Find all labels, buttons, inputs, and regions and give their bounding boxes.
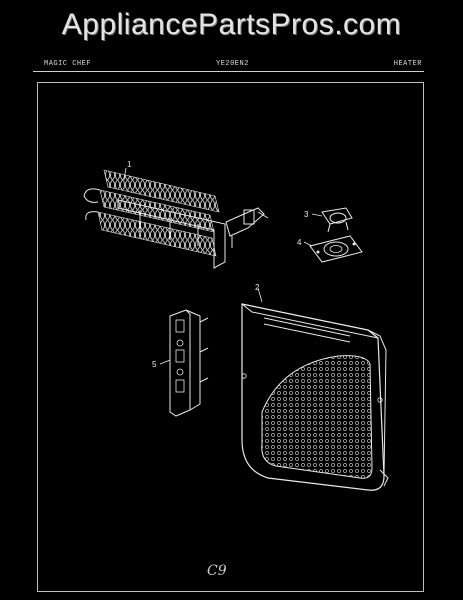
page-code: C9 — [207, 563, 227, 579]
watermark-logo: AppliancePartsPros.com — [61, 8, 402, 41]
terminal-block-part[interactable] — [169, 309, 209, 417]
callout-4: 4 — [297, 238, 302, 247]
model-label: YE20EN2 — [216, 60, 249, 68]
callout-1: 1 — [127, 160, 132, 169]
thermostat-part[interactable] — [321, 207, 353, 233]
callout-5: 5 — [152, 360, 157, 369]
section-label: HEATER — [393, 60, 422, 68]
header-divider — [33, 71, 424, 72]
callout-3: 3 — [304, 210, 309, 219]
callout-2: 2 — [255, 283, 260, 292]
thermal-fuse-part[interactable] — [309, 235, 363, 263]
diagram-header: MAGIC CHEF YE20EN2 HEATER — [44, 60, 422, 70]
diagram-frame — [37, 82, 424, 592]
heater-element-part[interactable] — [83, 169, 269, 269]
heater-housing-part[interactable] — [241, 303, 389, 491]
brand-label: MAGIC CHEF — [44, 60, 92, 68]
